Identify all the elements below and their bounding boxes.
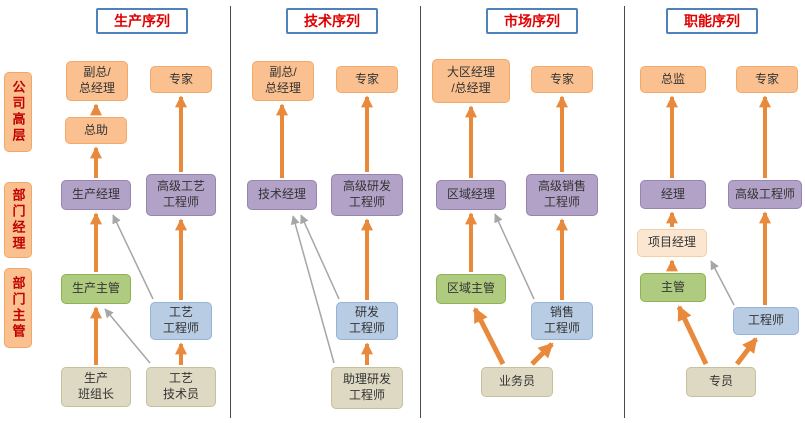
cross-promotion-arrow: [104, 308, 151, 364]
node-region-gm: 大区经理 /总经理: [432, 59, 510, 103]
column-divider: [624, 6, 625, 418]
node-regional-supervisor: 区域主管: [436, 274, 506, 304]
node-production-manager: 生产经理: [61, 180, 131, 210]
node-prod-gm-assistant: 总助: [65, 117, 127, 144]
promotion-arrow: [735, 337, 758, 366]
node-production-supervisor: 生产主管: [61, 274, 131, 304]
cross-promotion-arrow: [112, 214, 154, 300]
cross-promotion-arrow: [290, 215, 335, 364]
node-senior-engineer: 高级工程师: [728, 180, 802, 209]
cross-promotion-arrow: [494, 213, 535, 300]
node-project-manager: 项目经理: [637, 229, 707, 257]
column-header-function: 职能序列: [666, 8, 758, 34]
node-process-engineer: 工艺 工程师: [150, 302, 212, 340]
node-sales-engineer: 销售 工程师: [531, 302, 593, 340]
column-divider: [230, 6, 231, 418]
node-senior-rd-engineer: 高级研发 工程师: [331, 174, 403, 216]
node-supervisor: 主管: [640, 273, 706, 302]
row-label-company-top: 公司高层: [4, 72, 32, 152]
node-assistant-rd-engineer: 助理研发 工程师: [331, 367, 403, 409]
row-label-dept-supervisor: 部门主管: [4, 268, 32, 348]
node-prod-expert: 专家: [150, 66, 212, 93]
node-func-expert: 专家: [736, 66, 798, 93]
node-process-technician: 工艺 技术员: [146, 367, 216, 407]
promotion-arrow: [676, 305, 709, 366]
cross-promotion-arrow: [300, 214, 340, 300]
promotion-arrow: [530, 342, 554, 366]
node-specialist: 专员: [686, 367, 756, 397]
node-engineer: 工程师: [733, 307, 799, 335]
column-divider: [420, 6, 421, 418]
node-tech-expert: 专家: [336, 66, 398, 93]
node-prod-deputy-gm: 副总/ 总经理: [66, 61, 128, 101]
node-manager: 经理: [640, 180, 706, 209]
column-header-technology: 技术序列: [286, 8, 378, 34]
node-senior-sales-engineer: 高级销售 工程师: [526, 174, 598, 216]
cross-promotion-arrow: [710, 260, 735, 306]
row-label-dept-manager: 部门经理: [4, 182, 32, 258]
node-market-expert: 专家: [531, 66, 593, 93]
node-salesperson: 业务员: [481, 367, 553, 397]
column-header-market: 市场序列: [486, 8, 578, 34]
node-regional-manager: 区域经理: [436, 180, 506, 210]
promotion-arrow: [472, 307, 506, 366]
node-production-team-leader: 生产 班组长: [61, 367, 131, 407]
node-rd-engineer: 研发 工程师: [336, 302, 398, 340]
node-director: 总监: [640, 66, 706, 93]
node-tech-deputy-gm: 副总/ 总经理: [252, 61, 314, 101]
node-senior-process-engineer: 高级工艺 工程师: [146, 174, 216, 216]
column-header-production: 生产序列: [96, 8, 188, 34]
node-technology-manager: 技术经理: [247, 180, 317, 210]
